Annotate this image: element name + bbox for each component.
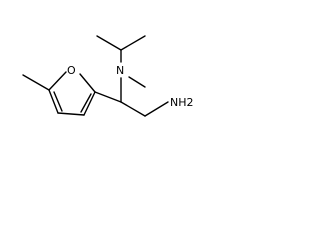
bond-furan-o-c5 bbox=[48, 71, 67, 91]
bond-furan-methyl bbox=[22, 74, 50, 91]
bond-ch-to-furan bbox=[94, 91, 122, 103]
bond-furan-c2-o bbox=[79, 73, 96, 93]
bond-furan-double-c2-c3 bbox=[80, 93, 92, 113]
bond-isopropyl-methyl-right bbox=[120, 35, 146, 51]
nitrogen-label: N bbox=[116, 64, 124, 77]
bond-isopropyl-methyl-left bbox=[96, 35, 122, 51]
bond-furan-double-c4-c5 bbox=[53, 91, 63, 112]
bond-ch-to-ch2 bbox=[120, 101, 146, 117]
bond-furan-c4-c3 bbox=[57, 112, 85, 116]
bond-furan-c5-c4 bbox=[48, 89, 59, 114]
amine-label: NH2 bbox=[170, 96, 194, 109]
molecule-structure: N O NH2 bbox=[22, 35, 194, 117]
oxygen-label: O bbox=[67, 64, 76, 77]
bond-ch2-to-amine bbox=[144, 101, 169, 117]
bond-nitrogen-methyl bbox=[128, 76, 146, 88]
bond-furan-c3-c2 bbox=[83, 91, 96, 116]
